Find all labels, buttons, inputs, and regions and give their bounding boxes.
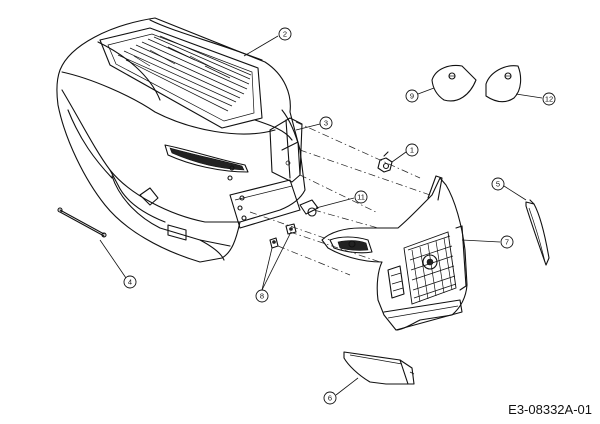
callout-3: 3 (295, 116, 333, 131)
svg-text:7: 7 (505, 238, 509, 247)
decal-left (431, 64, 477, 102)
side-trim (525, 199, 550, 266)
hood-mounting-plate (229, 179, 301, 229)
svg-text:2: 2 (283, 30, 287, 39)
hood-fasteners (227, 165, 247, 221)
screws (269, 223, 297, 249)
hood-bracket (269, 117, 303, 183)
callout-2: 2 (243, 27, 292, 57)
svg-text:12: 12 (545, 95, 553, 104)
callout-12: 12 (515, 92, 556, 106)
callout-1: 1 (391, 143, 419, 163)
svg-text:1: 1 (410, 146, 414, 155)
reference-code: E3-08332A-01 (508, 402, 592, 417)
svg-text:5: 5 (496, 180, 500, 189)
callout-6: 6 (323, 377, 359, 405)
rod (57, 207, 107, 238)
bottom-panel (343, 351, 415, 385)
hood (56, 17, 306, 263)
svg-text:9: 9 (410, 92, 414, 101)
svg-text:4: 4 (128, 278, 132, 287)
svg-text:6: 6 (328, 394, 332, 403)
small-clip (377, 151, 393, 173)
callout-9: 9 (405, 87, 435, 103)
callout-11: 11 (315, 190, 368, 209)
front-grille (321, 175, 468, 331)
svg-text:11: 11 (357, 193, 365, 202)
assembly-lines (249, 121, 431, 276)
callout-5: 5 (491, 177, 527, 201)
callout-4: 4 (99, 239, 137, 289)
callout-8: 8 (255, 233, 291, 303)
svg-text:3: 3 (324, 119, 328, 128)
hood-vent-slats (117, 35, 252, 112)
callout-7: 7 (461, 235, 514, 249)
hood-latch-knob (299, 199, 319, 217)
svg-text:8: 8 (260, 292, 264, 301)
decal-right (485, 65, 522, 103)
